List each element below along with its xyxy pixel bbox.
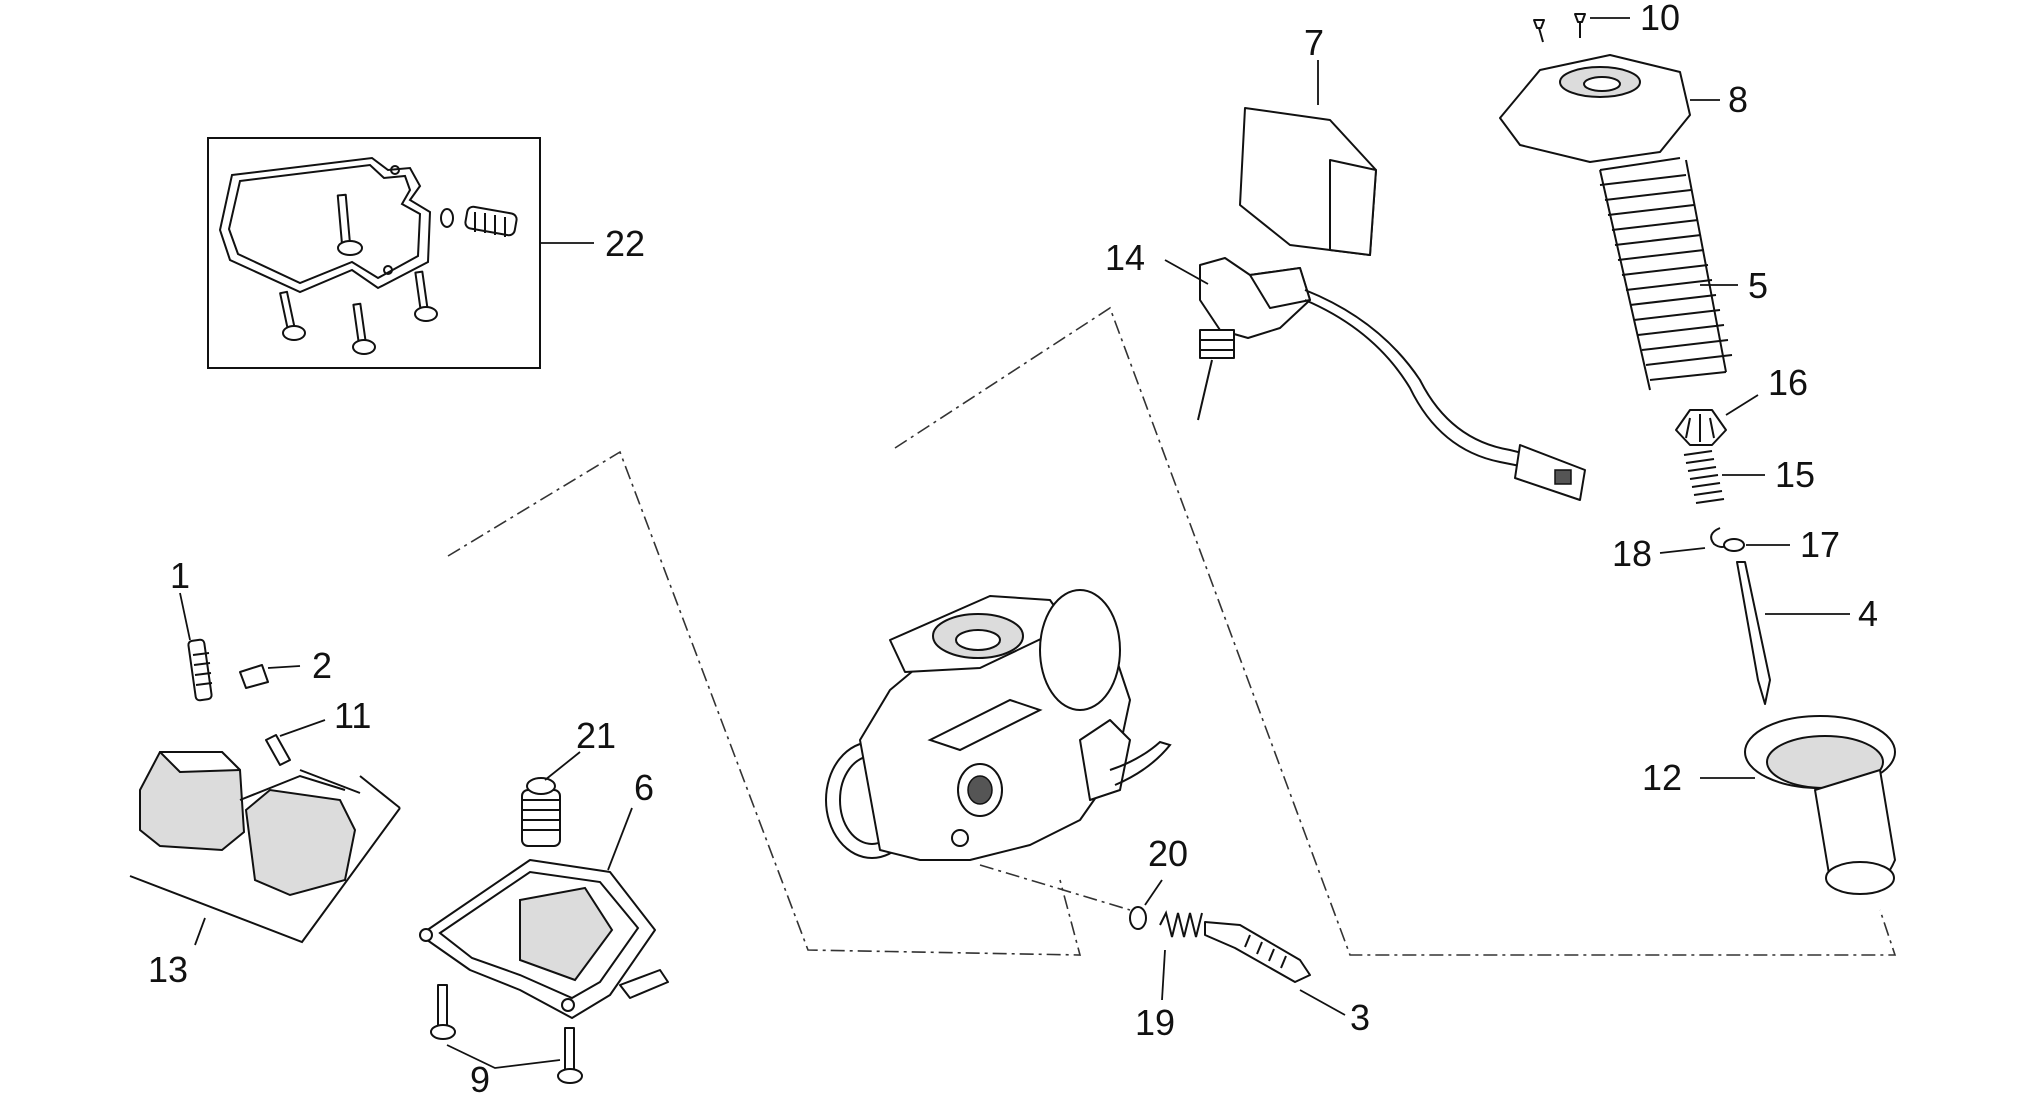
- callout-4: 4: [1858, 593, 1878, 634]
- callout-8: 8: [1728, 79, 1748, 120]
- part-7-choke-cover[interactable]: [1239, 60, 1377, 256]
- callout-12: 12: [1642, 757, 1682, 798]
- part-11-float-needle[interactable]: [265, 719, 326, 766]
- callout-10: 10: [1640, 0, 1680, 38]
- callout-3: 3: [1350, 997, 1370, 1038]
- part-9-bowl-screws[interactable]: [430, 984, 583, 1084]
- part-15-needle-spring[interactable]: [1683, 450, 1765, 504]
- callout-14: 14: [1105, 237, 1145, 278]
- part-5-spring[interactable]: [1599, 157, 1738, 391]
- callout-17: 17: [1800, 524, 1840, 565]
- callout-7: 7: [1304, 22, 1324, 63]
- part-4-jet-needle[interactable]: [1736, 561, 1850, 705]
- part-19-spring[interactable]: [1159, 910, 1203, 1001]
- part-6-float-bowl[interactable]: [419, 807, 669, 1019]
- callout-18: 18: [1612, 533, 1652, 574]
- part-2-cap[interactable]: [239, 664, 301, 689]
- part-16-needle-holder[interactable]: [1675, 394, 1759, 446]
- part-20-o-ring[interactable]: [1129, 879, 1163, 930]
- callout-6: 6: [634, 767, 654, 808]
- part-13-float[interactable]: [129, 751, 401, 946]
- part-12-piston-slide[interactable]: [1700, 715, 1896, 895]
- callout-20: 20: [1148, 833, 1188, 874]
- carburetor-body[interactable]: [825, 589, 1172, 861]
- callout-15: 15: [1775, 454, 1815, 495]
- callout-16: 16: [1768, 362, 1808, 403]
- assembly-line-main: [894, 306, 1897, 956]
- assembly-line-bowl: [447, 450, 1082, 956]
- callout-21: 21: [576, 715, 616, 756]
- callout-19: 19: [1135, 1002, 1175, 1043]
- part-14-auto-choke[interactable]: [1164, 257, 1586, 501]
- part-1-pilot-screw[interactable]: [179, 592, 213, 702]
- callout-13: 13: [148, 949, 188, 990]
- part-17-washer[interactable]: [1723, 538, 1790, 552]
- part-22-gasket-kit[interactable]: [207, 137, 594, 369]
- callout-11: 11: [334, 695, 371, 736]
- part-18-clip[interactable]: [1659, 527, 1731, 554]
- callout-22: 22: [605, 223, 645, 264]
- part-8-top-cover[interactable]: [1499, 54, 1720, 163]
- part-10-cover-screws[interactable]: [1533, 13, 1630, 43]
- part-3-adjust-screw[interactable]: [1204, 921, 1346, 1016]
- callout-9: 9: [470, 1059, 490, 1095]
- callout-1: 1: [170, 555, 190, 596]
- callout-5: 5: [1748, 265, 1768, 306]
- part-21-needle-jet[interactable]: [521, 751, 581, 847]
- callout-2: 2: [312, 645, 332, 686]
